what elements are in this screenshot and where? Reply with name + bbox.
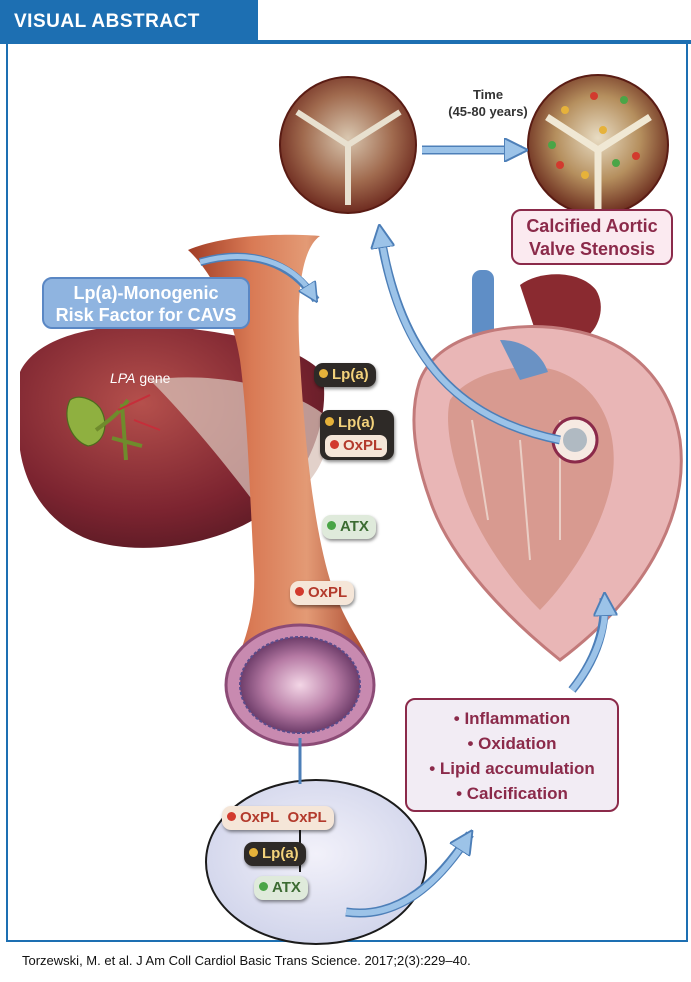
vessel-tag-oxpl: OxPL xyxy=(290,581,354,605)
healthy-valve xyxy=(280,77,416,213)
inset-tag-oxpl-pair: OxPL OxPL xyxy=(222,806,334,830)
citation: Torzewski, M. et al. J Am Coll Cardiol B… xyxy=(22,953,471,968)
inset-tag-lpa: Lp(a) xyxy=(244,842,306,866)
oxpl-dot-icon xyxy=(295,587,304,596)
lpa-dot-icon xyxy=(249,848,258,857)
time-label: Time (45-80 years) xyxy=(418,86,558,120)
lpa-dot-icon xyxy=(319,369,328,378)
gene-label: LPA gene xyxy=(110,370,170,386)
vessel-tag-atx: ATX xyxy=(322,515,376,539)
atx-dot-icon xyxy=(327,521,336,530)
process-item: • Calcification xyxy=(407,781,617,806)
molecule-inset xyxy=(206,780,426,944)
risk-factor-box: Lp(a)-Monogenic Risk Factor for CAVS xyxy=(42,277,250,329)
process-item: • Oxidation xyxy=(407,731,617,756)
process-list-box: • Inflammation • Oxidation • Lipid accum… xyxy=(405,698,619,812)
lpa-dot-icon xyxy=(325,417,334,426)
vessel-tag-lpa-oxpl: Lp(a) OxPL xyxy=(320,410,394,460)
oxpl-dot-icon xyxy=(227,812,236,821)
outcome-box: Calcified Aortic Valve Stenosis xyxy=(511,209,673,265)
inset-tag-atx: ATX xyxy=(254,876,308,900)
heart-illustration xyxy=(414,270,681,660)
oxpl-dot-icon xyxy=(330,440,339,449)
process-item: • Lipid accumulation xyxy=(407,756,617,781)
vessel-tag-lpa: Lp(a) xyxy=(314,363,376,387)
process-item: • Inflammation xyxy=(407,706,617,731)
atx-dot-icon xyxy=(259,882,268,891)
